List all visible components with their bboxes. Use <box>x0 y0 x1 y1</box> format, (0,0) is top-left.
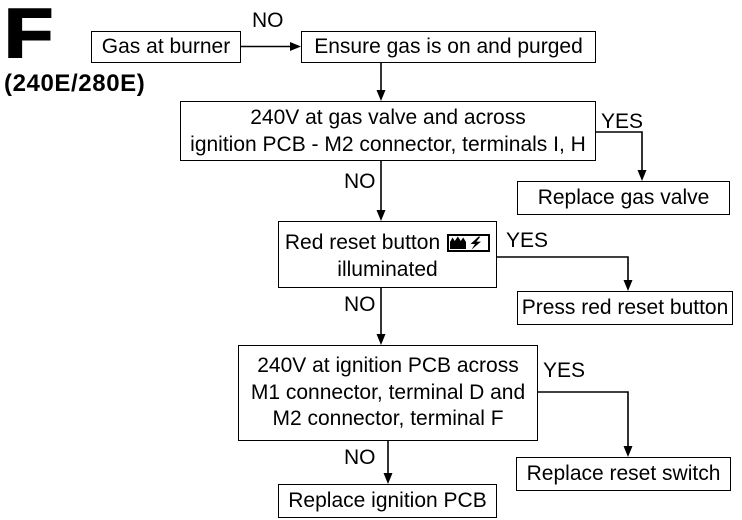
node-text-line: Press red reset button <box>521 296 729 319</box>
connector-line <box>538 391 629 447</box>
arrow-red-reset-no-to-240v-ignition <box>376 288 386 345</box>
action-replace-gas-valve: Replace gas valve <box>517 181 730 215</box>
edge-label-no: NO <box>344 170 376 193</box>
node-text-line: illuminated <box>337 258 438 281</box>
node-text-line: Red reset button <box>284 231 441 254</box>
flame-lightning-icon <box>447 233 491 252</box>
node-text-line: Replace gas valve <box>537 186 710 209</box>
edge-label-yes: YES <box>601 110 644 133</box>
node-text-line: Gas at burner <box>101 35 231 58</box>
arrow-red-reset-yes-to-press-reset <box>497 256 633 291</box>
step-gas-at-burner: Gas at burner <box>91 31 241 63</box>
connector-line <box>497 256 629 281</box>
node-text-line: M1 connector, terminal D and <box>250 380 526 404</box>
arrowhead <box>637 170 647 181</box>
edge-label-yes: YES <box>506 229 549 252</box>
action-replace-ignition-pcb: Replace ignition PCB <box>278 484 497 518</box>
check-240v-gas-valve: 240V at gas valve and across ignition PC… <box>180 101 596 161</box>
section-letter: F <box>3 0 54 72</box>
node-text-line: 240V at ignition PCB across <box>257 354 519 378</box>
arrow-gas-at-burner-to-ensure-gas <box>241 42 301 51</box>
action-press-red-reset-button: Press red reset button <box>517 291 733 325</box>
action-replace-reset-switch: Replace reset switch <box>516 457 731 491</box>
edge-label-yes: YES <box>543 359 586 382</box>
node-text-line: Replace reset switch <box>526 462 721 485</box>
check-240v-ignition-pcb: 240V at ignition PCB across M1 connector… <box>238 345 538 441</box>
arrowhead <box>290 42 301 51</box>
arrowhead <box>376 210 386 221</box>
check-red-reset-button: Red reset button illuminated <box>278 221 497 288</box>
arrow-240v-gas-valve-yes-to-replace-gas-valve <box>596 131 647 181</box>
arrow-240v-gas-valve-no-to-red-reset <box>376 161 386 221</box>
node-text-row: Red reset button <box>284 229 491 256</box>
edge-label-no: NO <box>344 446 376 469</box>
arrowhead <box>623 446 633 457</box>
node-text-line: Ensure gas is on and purged <box>314 35 583 58</box>
edge-label-no: NO <box>344 293 376 316</box>
node-text-line: M2 connector, terminal F <box>272 407 504 431</box>
node-text-line: ignition PCB - M2 connector, terminals I… <box>190 133 586 156</box>
arrowhead <box>376 334 386 345</box>
arrowhead <box>383 473 393 484</box>
arrow-240v-ignition-yes-to-replace-reset-switch <box>538 391 633 457</box>
arrowhead <box>623 280 633 291</box>
node-text-line: 240V at gas valve and across <box>250 106 526 129</box>
arrow-ensure-gas-to-240v-gas-valve <box>376 63 386 101</box>
action-ensure-gas-on: Ensure gas is on and purged <box>301 31 596 63</box>
arrow-240v-ignition-no-to-replace-ignition-pcb <box>383 441 393 484</box>
connector-line <box>596 131 643 171</box>
arrowhead <box>376 90 386 101</box>
model-variants: (240E/280E) <box>4 70 146 97</box>
node-text-line: Replace ignition PCB <box>288 489 487 512</box>
edge-label-no: NO <box>252 9 284 32</box>
